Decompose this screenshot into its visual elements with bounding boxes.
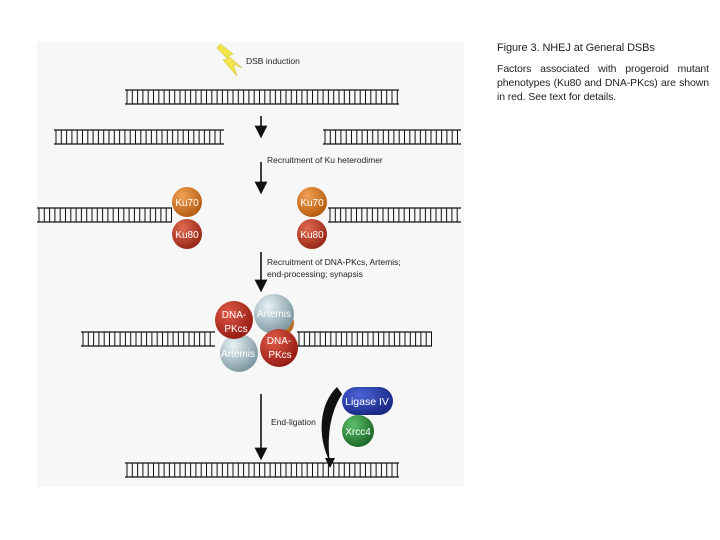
artemis-bottom-label: Artemis <box>221 349 255 360</box>
ku70-right <box>297 187 327 217</box>
dna-intact-top <box>125 89 399 105</box>
figure-panel: DSB induction Recruitment of Ku heterodi… <box>37 42 464 487</box>
dnapkcs-bottom-label-1: DNA- <box>267 336 291 347</box>
ku80-left-label: Ku80 <box>175 230 199 241</box>
end-ligation-label: End-ligation <box>271 417 316 427</box>
dna-ku-left <box>37 207 172 223</box>
ku-recruitment-label: Recruitment of Ku heterodimer <box>267 155 383 165</box>
nhej-diagram: DSB induction Recruitment of Ku heterodi… <box>37 43 461 478</box>
dna-broken-left <box>54 129 224 145</box>
xrcc4-label: Xrcc4 <box>345 427 371 438</box>
dnapk-recruitment-label-2: end-processing; synapsis <box>267 269 363 279</box>
lightning-icon <box>216 43 243 77</box>
caption-body: Factors associated with progeroid mutant… <box>497 63 709 103</box>
ligation-curve-icon <box>321 387 342 462</box>
ku80-right <box>297 219 327 249</box>
artemis-top <box>254 294 294 334</box>
caption-title: Figure 3. NHEJ at General DSBs <box>497 42 655 54</box>
dnapkcs-top <box>215 301 253 339</box>
dnapkcs-bottom-label-2: PKcs <box>268 350 291 361</box>
dna-synapsis-right <box>297 331 432 347</box>
ligase-iv <box>342 387 393 415</box>
dnapk-recruitment-label-1: Recruitment of DNA-PKcs, Artemis; <box>267 257 401 267</box>
artemis-top-label: Artemis <box>257 309 291 320</box>
ligase-iv-label: Ligase IV <box>345 396 389 408</box>
figure-caption: Figure 3. NHEJ at General DSBs Factors a… <box>497 42 709 104</box>
dnapkcs-bottom <box>260 329 298 367</box>
dnapkcs-top-label-1: DNA- <box>222 310 246 321</box>
artemis-bottom <box>220 334 258 372</box>
xrcc4 <box>342 415 374 447</box>
dna-ligated <box>125 462 399 478</box>
ku80-left <box>172 219 202 249</box>
dna-broken-right <box>323 129 461 145</box>
ku70-left <box>172 187 202 217</box>
dna-synapsis-left <box>81 331 215 347</box>
ku80-right-label: Ku80 <box>300 230 324 241</box>
ku70-left-label: Ku70 <box>175 198 199 209</box>
ligation-arrowhead-icon <box>325 458 335 468</box>
dna-ku-right <box>328 207 461 223</box>
ku70-right-label: Ku70 <box>300 198 324 209</box>
dnapkcs-top-label-2: PKcs <box>224 324 247 335</box>
dsb-induction-label: DSB induction <box>246 56 300 66</box>
